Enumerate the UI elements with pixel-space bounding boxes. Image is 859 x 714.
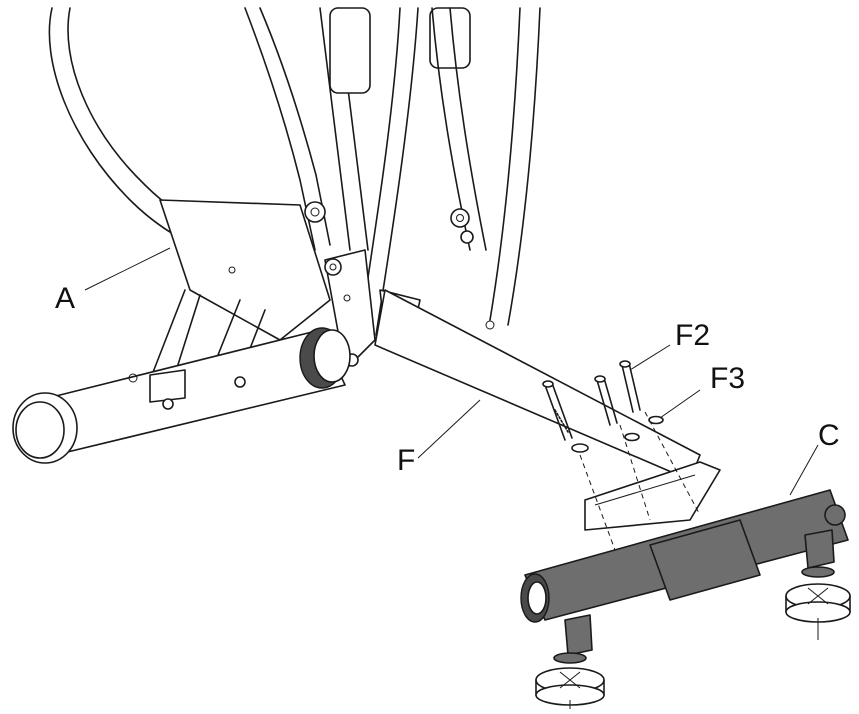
leader-lines	[84, 247, 819, 496]
bolt	[619, 360, 641, 413]
label-f2: F2	[675, 319, 710, 352]
leveling-foot	[785, 529, 851, 640]
label-f: F	[397, 444, 415, 477]
washer	[624, 432, 640, 442]
leveling-foot	[535, 614, 605, 709]
connector-tube	[374, 289, 721, 531]
bolts-and-washers	[542, 360, 701, 551]
label-c: C	[818, 419, 840, 452]
label-a: A	[55, 282, 75, 315]
rear-roller-tube	[12, 327, 351, 464]
upright-tubes	[319, 7, 541, 336]
bolt	[542, 380, 573, 441]
washer	[571, 443, 589, 453]
washer	[648, 415, 664, 425]
front-stabilizer	[520, 489, 849, 623]
bolt	[594, 375, 618, 426]
label-f3: F3	[710, 362, 745, 395]
